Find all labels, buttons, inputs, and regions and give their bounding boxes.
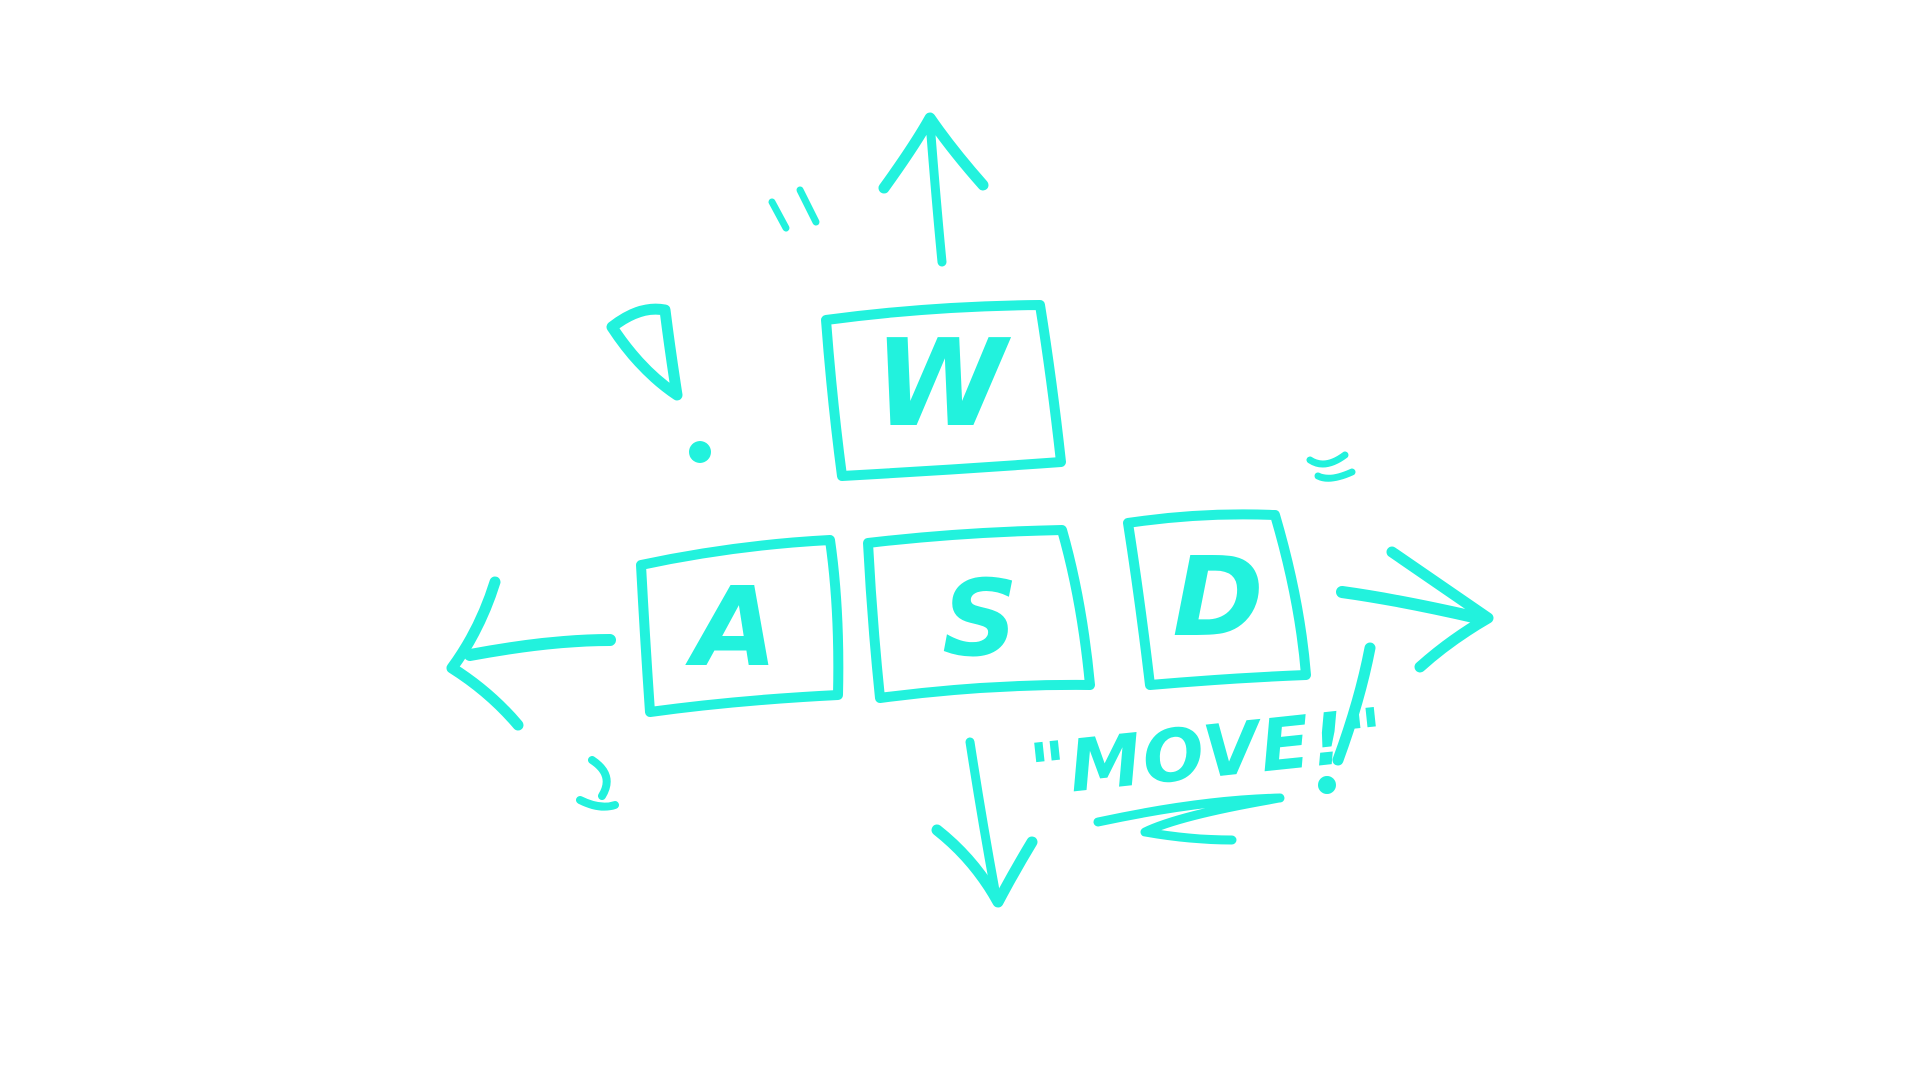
quote-mark-icon bbox=[576, 186, 1356, 811]
key-d: D bbox=[1123, 509, 1311, 690]
key-a: A bbox=[636, 535, 844, 717]
arrow-up-icon bbox=[878, 112, 989, 267]
key-w: W bbox=[821, 300, 1066, 481]
move-caption-text: "MOVE!" bbox=[1026, 692, 1390, 813]
exclamation-icon bbox=[606, 303, 711, 463]
exclamation-icon bbox=[1318, 642, 1376, 794]
arrow-right-icon bbox=[1336, 546, 1494, 673]
key-s-label: S bbox=[942, 558, 1018, 680]
arrow-left-icon bbox=[446, 576, 616, 731]
key-d-label: D bbox=[1172, 533, 1263, 661]
key-a-label: A bbox=[684, 563, 777, 691]
key-w-label: W bbox=[874, 315, 1012, 454]
arrow-down-icon bbox=[931, 737, 1038, 908]
move-caption: "MOVE!" bbox=[1026, 692, 1390, 845]
key-s: S bbox=[863, 525, 1095, 703]
